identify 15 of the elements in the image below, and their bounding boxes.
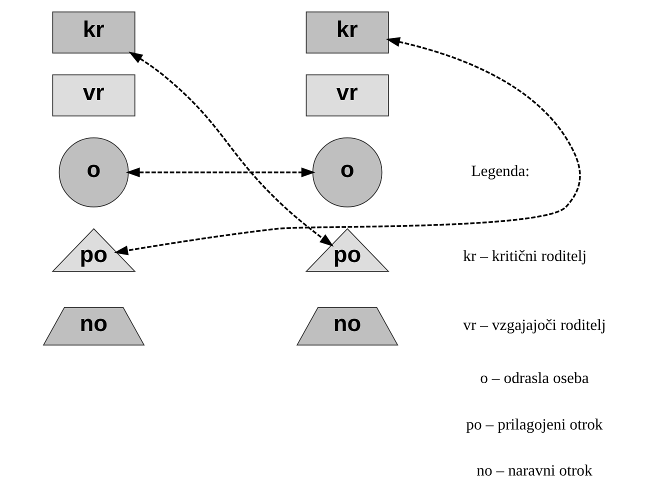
arrow bbox=[128, 52, 334, 247]
node-box: vr bbox=[52, 74, 135, 116]
label: Legenda: bbox=[470, 163, 530, 180]
node-circle: o bbox=[58, 137, 128, 208]
node-circle: o bbox=[312, 137, 382, 208]
legend-label: no – naravni otrok bbox=[476, 462, 592, 480]
arrow bbox=[114, 37, 580, 256]
legend-label: vr – vzgajajoči roditelj bbox=[462, 317, 606, 334]
legend-label: kr – kritični roditelj bbox=[462, 248, 586, 266]
legend-label: o – odrasla oseba bbox=[480, 370, 588, 388]
node-box: kr bbox=[52, 11, 135, 54]
node-box: vr bbox=[305, 74, 388, 116]
legend-label: po – prilagojeni otrok bbox=[466, 416, 602, 434]
node-box: kr bbox=[305, 11, 388, 54]
arrow bbox=[125, 167, 315, 178]
